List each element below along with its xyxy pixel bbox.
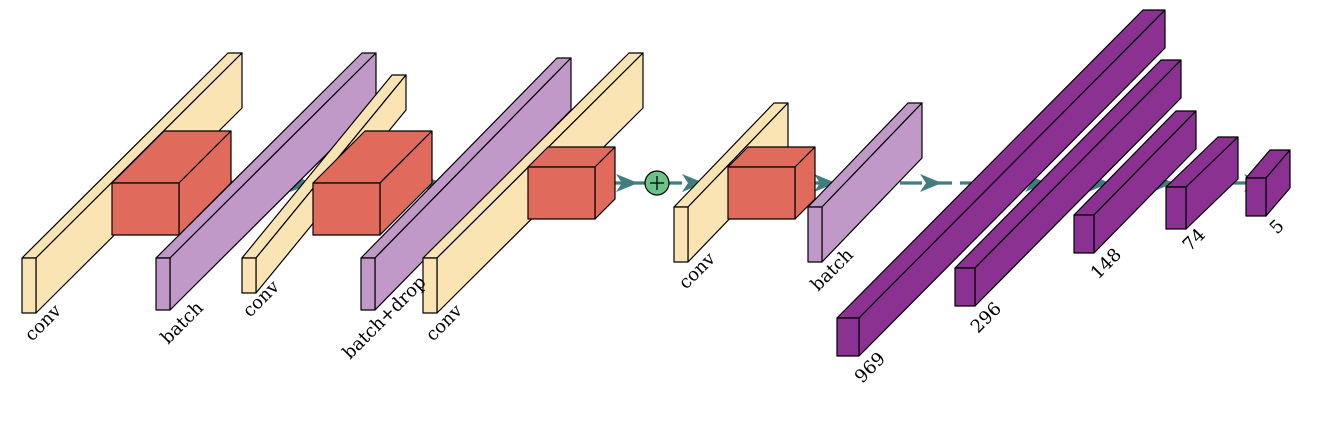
pool-1-block [111, 130, 232, 236]
batch-3-block [807, 102, 923, 263]
arrow-head [920, 174, 942, 192]
dense-74-block [1165, 136, 1239, 230]
dense-969-block [836, 9, 1166, 357]
arrow-head [616, 174, 638, 192]
batch-2-block [360, 57, 572, 311]
pool-2-block [312, 130, 433, 236]
dense-5-label: 5 [1266, 216, 1289, 239]
dense-5-block [1245, 149, 1291, 217]
sum-node [644, 170, 670, 196]
pool-4-block [727, 146, 816, 220]
batch-1-block [155, 52, 377, 311]
layer-blocks [21, 9, 1291, 357]
dense-296-block [954, 59, 1182, 307]
arrow-head [682, 174, 704, 192]
pool-3-block [527, 146, 616, 220]
dense-148-block [1073, 110, 1197, 254]
arrow-head [814, 174, 836, 192]
